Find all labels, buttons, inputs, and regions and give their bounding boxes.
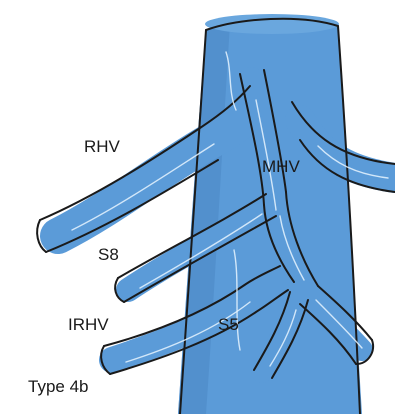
label-rhv: RHV — [84, 137, 121, 156]
label-s8: S8 — [98, 245, 119, 264]
label-irhv: IRHV — [68, 315, 109, 334]
vessel-fills — [58, 14, 395, 414]
label-mhv: MHV — [262, 157, 300, 176]
label-type: Type 4b — [28, 377, 89, 396]
label-s5: S5 — [218, 315, 239, 334]
